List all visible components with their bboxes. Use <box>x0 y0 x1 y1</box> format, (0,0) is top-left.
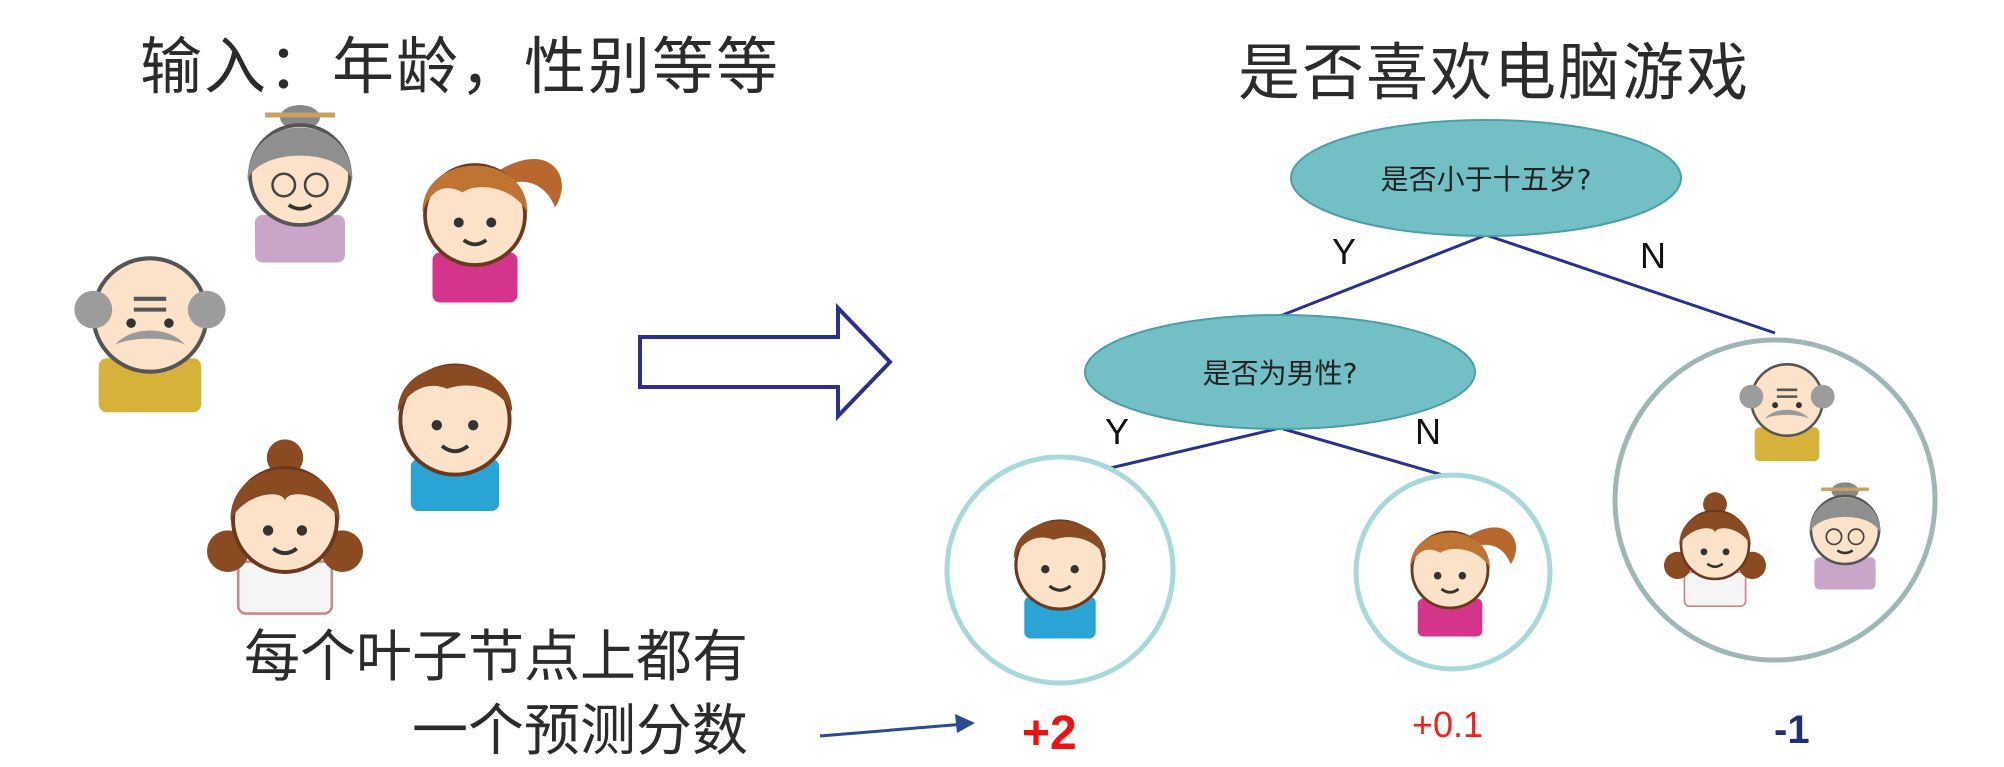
leaf-score-3: -1 <box>1774 708 1810 752</box>
edge-label-child-yes: Y <box>1105 411 1129 452</box>
edge-root-no <box>1485 233 1776 335</box>
leaf-node-2 <box>1353 472 1553 672</box>
note-line-1: 每个叶子节点上都有 <box>244 625 748 690</box>
edge-label-root-no: N <box>1640 235 1666 276</box>
edge-label-root-yes: Y <box>1332 231 1356 272</box>
leaf-node-3 <box>1612 337 1938 663</box>
child-node-label: 是否为男性? <box>1203 357 1358 390</box>
root-node: 是否小于十五岁? <box>1290 119 1682 237</box>
pointer-arrow-icon <box>819 714 975 738</box>
boy-icon <box>1012 519 1108 641</box>
edge-root-yes <box>1274 233 1487 320</box>
edge-label-child-no: N <box>1415 411 1441 452</box>
boy-icon <box>395 363 515 513</box>
leaf-node-1 <box>944 454 1176 686</box>
girl-curly-icon <box>205 437 365 616</box>
root-node-label: 是否小于十五岁? <box>1381 163 1592 196</box>
leaf-score-2: +0.1 <box>1412 704 1484 745</box>
girl-ponytail-icon <box>420 157 564 305</box>
leaf-score-1: +2 <box>1022 707 1077 760</box>
people-group <box>74 103 564 616</box>
output-title: 是否喜欢电脑游戏 <box>1238 36 1751 109</box>
grandpa-icon <box>74 258 225 412</box>
note-line-2: 一个预测分数 <box>412 699 748 764</box>
grandma-icon <box>245 103 355 265</box>
right-arrow-icon <box>638 303 893 421</box>
input-title: 输入：年龄，性别等等 <box>140 30 781 103</box>
child-node: 是否为男性? <box>1084 314 1476 430</box>
edge-child-no <box>1279 426 1454 480</box>
